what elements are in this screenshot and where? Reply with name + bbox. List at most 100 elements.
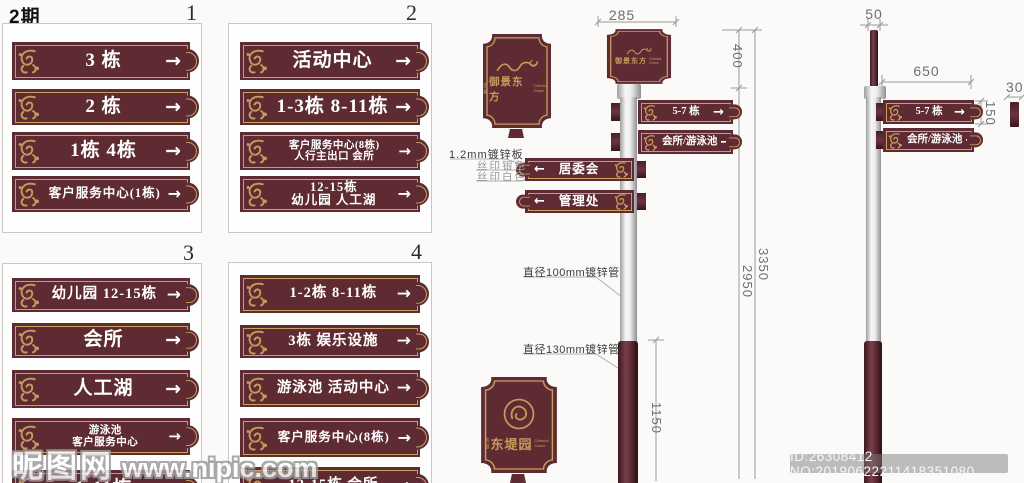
direction-sign: ← 居委会 [516, 158, 634, 181]
sign-label-line: 3 栋 [85, 49, 122, 71]
arrow-right-icon: → [165, 479, 181, 483]
sign-label-line: 会所 [83, 329, 124, 351]
sign-label: 会所/游泳池 [907, 134, 962, 145]
panel-number: 4 [411, 239, 422, 264]
sign-end-cap [183, 138, 199, 164]
sign-end-cap [183, 329, 199, 352]
arrow-right-icon: → [713, 104, 724, 120]
sign-end-cap [413, 425, 429, 450]
sign-label-line: 3栋 娱乐设施 [288, 332, 379, 349]
dragon-emblem-icon [503, 398, 535, 430]
flourish-ornament-icon [888, 132, 903, 149]
sign-label: 客户服务中心(8栋)人行主出口 会所 [273, 140, 395, 163]
sign-label-line: 居委会 [558, 161, 600, 176]
direction-sign: 1栋 4栋→ [12, 132, 199, 170]
direction-sign: 会所 → [12, 323, 199, 358]
sign-label: 客户服务中心(1栋) [45, 187, 165, 201]
brand-name: 御景东方 [615, 57, 647, 65]
pole-clamp [876, 103, 884, 121]
panel-number: 3 [183, 240, 194, 265]
sign-label-line: 幼儿园 12-15栋 [51, 286, 158, 303]
pole-head-sign: 御景东方 Oriental Grace [606, 28, 672, 85]
sign-label-line: 2 栋 [85, 95, 122, 117]
annotation-pipe-130: 直径130mm镀锌管 [523, 344, 620, 356]
sign-label: 管理处 [548, 194, 610, 209]
sign-label-line: 客户服务中心(8栋) [288, 139, 380, 151]
annotation-silk-silver: 丝印银色 [477, 160, 527, 172]
shield-tab [510, 474, 526, 483]
sign-label-line: 1-2栋 8-11栋 [289, 285, 378, 302]
pole-clamp [637, 193, 646, 210]
direction-sign: 人工湖→ [12, 370, 199, 408]
sign-label: 幼儿园 12-15栋 [45, 287, 164, 303]
watermark-site: 昵图网 www.nipic.com [12, 441, 318, 483]
direction-sign: 3栋 娱乐设施→ [240, 325, 429, 358]
brand-head-sign-large: 京基 御景东方 Oriental Grace [482, 32, 552, 130]
sign-label-line: 游泳池 [88, 425, 122, 437]
direction-sign: 幼儿园 12-15栋 → [12, 278, 199, 312]
arrow-left-icon: ← [534, 162, 545, 177]
arrow-left-icon: ← [534, 194, 545, 209]
sign-label: 1-11栋 [45, 478, 162, 483]
sign-label: 12-15栋幼儿园 人工湖 [273, 180, 395, 208]
arrow-right-icon: → [397, 477, 411, 483]
arrow-right-icon: → [395, 49, 411, 72]
sign-end-cap [183, 376, 199, 402]
brand-name-en: Oriental Grace [649, 56, 662, 65]
flourish-ornament-icon [643, 134, 658, 151]
sign-end-cap [183, 424, 199, 449]
arrow-right-icon: → [397, 427, 411, 447]
sign-label: 3栋 娱乐设施 [273, 332, 394, 350]
pole-lower-130mm [864, 341, 882, 483]
sign-label-line: 会所/游泳池 [907, 134, 963, 146]
sign-label: 客户服务中心(8栋) [273, 430, 395, 445]
sign-label-line: 5-7 栋 [915, 106, 943, 118]
flourish-ornament-icon [614, 162, 629, 178]
annotation-silk-white: 丝印白色 [477, 171, 527, 183]
sign-label-line: 活动中心 [292, 49, 373, 71]
annotation-plate: 1.2mm镀锌板 [449, 149, 524, 161]
sign-end-cap [183, 48, 199, 74]
brand-name: 御景东方 [489, 76, 524, 103]
sign-label-line: 1-3栋 8-11栋 [276, 95, 389, 117]
pole-collar [864, 86, 886, 99]
arrow-right-icon: → [954, 104, 965, 120]
dim-30: 30 [1006, 79, 1024, 95]
sign-end-cap [413, 281, 429, 307]
pole-upper-100mm [866, 97, 881, 343]
direction-sign: 会所/游泳池→ [638, 130, 742, 154]
arrow-right-icon: → [398, 141, 411, 160]
sign-label: 会所/游泳池 [662, 136, 717, 147]
sign-end-cap [726, 104, 742, 120]
sign-end-cap [413, 138, 429, 164]
brand-base-sign: 京基 东堤园 Oriental Grace [480, 375, 558, 475]
pole-upper-100mm [620, 97, 637, 343]
sign-end-cap [516, 162, 532, 177]
direction-sign: 1-11栋→ [12, 470, 199, 483]
pole-clamp [611, 103, 620, 121]
direction-sign: 客户服务中心(8栋)→ [240, 418, 429, 457]
sign-label: 活动中心 [273, 49, 392, 72]
arrow-right-icon: → [165, 329, 181, 351]
direction-sign: 1-2栋 8-11栋→ [240, 275, 429, 313]
sign-label: 5-7 栋 [662, 106, 710, 117]
sign-end-cap [183, 95, 199, 119]
dragon-icon [496, 59, 539, 71]
sign-end-cap [413, 376, 429, 401]
dim-150: 150 [983, 101, 998, 126]
sign-end-cap [183, 284, 199, 306]
direction-sign: 1-3栋 8-11栋→ [240, 89, 429, 125]
direction-sign: 游泳池客户服务中心→ [12, 418, 199, 455]
sign-label: 1-3栋 8-11栋 [273, 95, 392, 118]
brand-name: 东堤园 [490, 437, 533, 452]
sign-end-cap [183, 476, 199, 483]
direction-sign: 5-7 栋→ [638, 100, 742, 124]
direction-sign: 活动中心 → [240, 42, 429, 80]
panel-number: 1 [186, 0, 197, 25]
direction-sign: 12-15栋幼儿园 人工湖→ [240, 176, 429, 212]
brand-name-en: Oriental Grace [533, 82, 548, 93]
flourish-ornament-icon [888, 104, 903, 121]
arrow-right-icon: → [166, 284, 181, 305]
sign-label: 12-15栋 会所 [273, 478, 394, 483]
